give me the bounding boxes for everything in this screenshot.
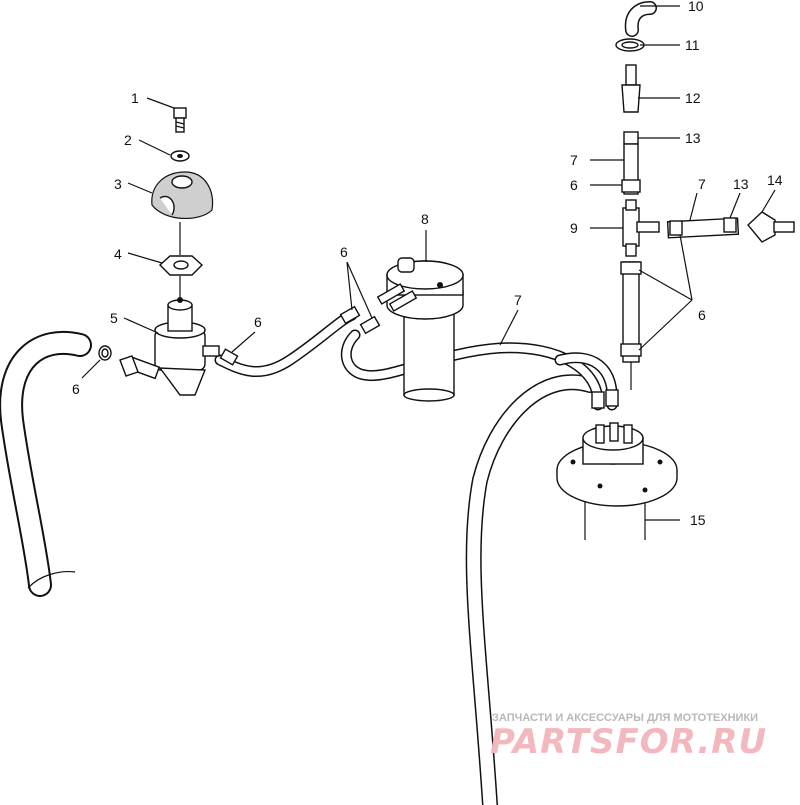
part-11-clamp: [615, 38, 645, 52]
callout-12: 12: [685, 90, 701, 106]
leader-lines: [81, 5, 776, 521]
callout-5: 5: [110, 310, 118, 326]
callout-labels: 1 2 3 4 5 6 6 6 8 7 10 11 12 13 7 6 7 13…: [72, 0, 783, 528]
callout-7-right: 7: [698, 176, 706, 192]
callout-6-left: 6: [72, 381, 80, 397]
callout-11: 11: [685, 37, 700, 53]
watermark: ЗАПЧАСТИ И АКСЕССУАРЫ ДЛЯ МОТОТЕХНИКИ PA…: [490, 712, 767, 762]
right-upper-hose: [621, 143, 641, 195]
callout-6-mid: 6: [254, 314, 262, 330]
right-lower-hose: [620, 261, 642, 390]
part-10-elbow: [624, 1, 657, 37]
left-large-hose: [0, 330, 92, 597]
hose-regulator-to-filter: [214, 305, 381, 378]
callout-10: 10: [688, 0, 704, 14]
callout-9: 9: [570, 220, 578, 236]
part-2-washer: [170, 150, 190, 162]
part-13-upper-clamp: [623, 131, 639, 145]
hose-pump-to-filter: [340, 329, 619, 411]
long-lower-hose: [465, 374, 598, 805]
part-6-left-clamp: [98, 345, 112, 361]
part-3-cover: [151, 171, 214, 255]
callout-7-mid: 7: [514, 292, 522, 308]
callout-7-upper: 7: [570, 152, 578, 168]
callout-3: 3: [114, 176, 122, 192]
part-9-tee: [622, 199, 660, 257]
part-1-bolt: [173, 107, 187, 133]
callout-14: 14: [767, 172, 783, 188]
part-15-pump-flange: [556, 422, 678, 540]
callout-4: 4: [114, 246, 122, 262]
part-8-fuel-filter: [376, 257, 464, 402]
callout-6-right: 6: [698, 307, 706, 323]
callout-6-top: 6: [340, 244, 348, 260]
callout-13-upper: 13: [685, 130, 701, 146]
part-14-check-valve: [747, 211, 795, 243]
callout-2: 2: [124, 132, 132, 148]
part-5-regulator: [119, 297, 220, 396]
callout-6-upper: 6: [570, 177, 578, 193]
part-12-fitting: [621, 64, 641, 113]
callout-13-right: 13: [733, 176, 749, 192]
part-4-nut: [158, 255, 204, 298]
watermark-tagline: ЗАПЧАСТИ И АКСЕССУАРЫ ДЛЯ МОТОТЕХНИКИ: [492, 712, 758, 724]
right-horizontal-hose: [666, 217, 740, 239]
callout-1: 1: [131, 90, 139, 106]
callout-8: 8: [421, 211, 429, 227]
watermark-brand-logo: PARTSFOR.RU: [490, 722, 767, 762]
callout-15: 15: [690, 512, 706, 528]
